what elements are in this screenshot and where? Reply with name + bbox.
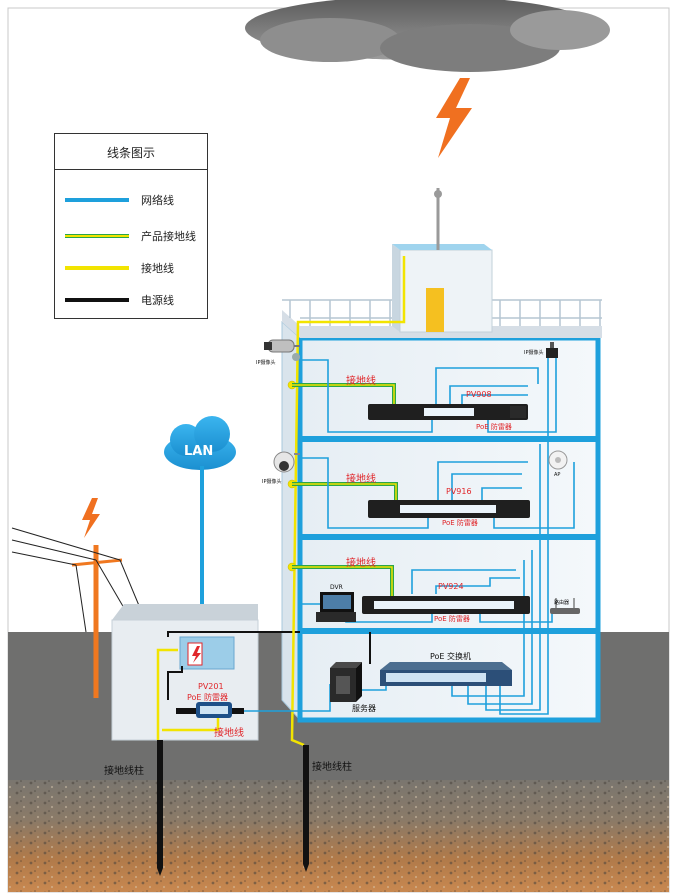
server	[330, 662, 362, 702]
product-ground-line-swatch	[65, 234, 129, 238]
floor1-spd-label: PoE 防雷器	[434, 615, 470, 623]
router	[550, 598, 580, 614]
legend-label: 电源线	[141, 294, 174, 307]
ground-line-swatch	[65, 266, 129, 270]
utility-pole	[11, 527, 141, 698]
switch-pv924	[362, 596, 530, 614]
floor3-model-label: PV908	[466, 390, 492, 399]
legend-item-power: 电源线	[65, 292, 205, 308]
floor1-ground-label: 接地线	[346, 558, 376, 569]
floor3-camera-label: IP摄像头	[256, 360, 276, 366]
network-line-swatch	[65, 198, 129, 202]
storm-cloud	[245, 0, 610, 72]
floor2-spd-label: PoE 防雷器	[442, 519, 478, 527]
floor3-ground-label: 接地线	[346, 376, 376, 387]
cabinet-ground-label: 接地线	[214, 728, 244, 739]
dvr-label: DVR	[330, 584, 343, 591]
legend-title: 线条图示	[106, 146, 155, 160]
dvr-monitor	[316, 592, 356, 622]
cabinet-spd-label: PoE 防雷器	[187, 693, 229, 702]
legend-item-product-ground: 产品接地线	[65, 228, 205, 244]
floor3-spd-label: PoE 防雷器	[476, 423, 512, 431]
legend-label: 网络线	[141, 194, 174, 207]
power-lines	[167, 631, 371, 700]
right-ground-rod-label: 接地线柱	[312, 762, 352, 773]
switch-pv916	[368, 500, 530, 518]
switch-pv908	[368, 404, 528, 420]
poe-switch-label: PoE 交换机	[430, 652, 472, 661]
ip-camera-floor2	[273, 451, 300, 473]
legend-item-network: 网络线	[65, 192, 205, 208]
ap-label: AP	[554, 472, 561, 478]
legend-divider	[55, 169, 207, 170]
router-label: 路由器	[554, 600, 570, 606]
floor2-camera-label: IP摄像头	[262, 479, 282, 485]
outdoor-cabinet	[111, 604, 259, 741]
ground-rods	[157, 740, 309, 876]
floor2-model-label: PV916	[446, 487, 472, 496]
soil-texture	[8, 780, 669, 892]
lan-label: LAN	[184, 444, 214, 459]
left-ground-rod-label: 接地线柱	[104, 766, 144, 777]
server-label: 服务器	[352, 704, 376, 713]
roof-door	[426, 288, 444, 332]
lightning-icon	[436, 78, 472, 158]
floor1-model-label: PV924	[438, 582, 464, 591]
legend-label: 接地线	[141, 262, 174, 275]
lan-cloud	[164, 416, 236, 605]
poe-switch	[380, 662, 512, 686]
legend-item-ground: 接地线	[65, 260, 205, 276]
lightning-small-icon	[82, 498, 100, 538]
cabinet-model-label: PV201	[198, 682, 224, 691]
floor3-camera-right-label: IP摄像头	[524, 350, 544, 356]
legend-label: 产品接地线	[141, 230, 196, 243]
legend: 线条图示 网络线 产品接地线 接地线 电源线	[54, 133, 208, 319]
ip-camera-floor3-right	[546, 342, 558, 358]
access-point	[548, 450, 568, 470]
ip-camera-floor3	[264, 339, 300, 361]
power-line-swatch	[65, 298, 129, 302]
network-lines	[244, 350, 575, 715]
product-ground-lines	[292, 383, 398, 598]
floor2-ground-label: 接地线	[346, 474, 376, 485]
